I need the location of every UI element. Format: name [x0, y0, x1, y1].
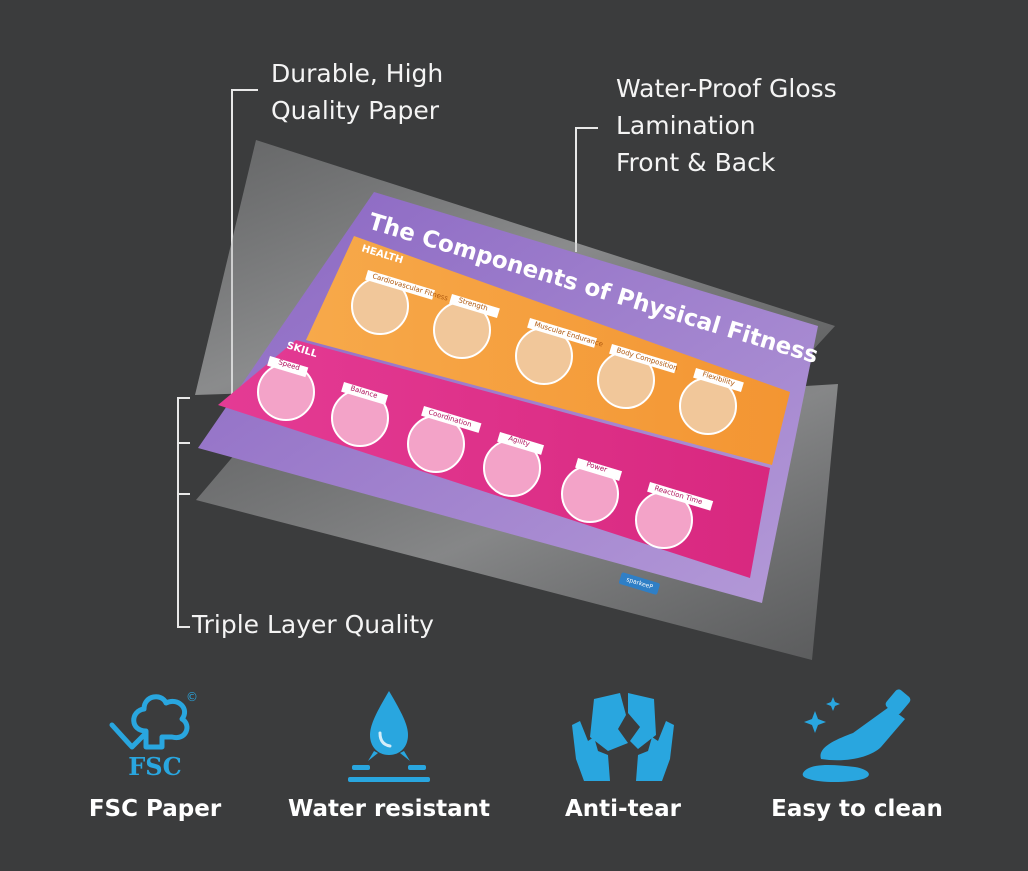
- fsc-icon-text: FSC: [128, 752, 181, 781]
- paper-callout-line: Durable, High: [271, 59, 444, 88]
- feature-water-resistant: Water resistant: [274, 680, 504, 822]
- lamination-callout: Water-Proof Gloss Lamination Front & Bac…: [616, 70, 837, 181]
- paper-callout-line: Quality Paper: [271, 96, 440, 125]
- lamination-callout-line: Water-Proof Gloss: [616, 74, 837, 103]
- poster-brand-logo: [619, 572, 660, 595]
- lamination-callout-line: Front & Back: [616, 148, 776, 177]
- triple-layer-bracket: [177, 397, 190, 628]
- feature-label: Anti-tear: [564, 796, 682, 822]
- wiping-hand-sparkle-icon: [742, 680, 972, 790]
- feature-fsc-paper: FSC © FSC Paper: [40, 680, 270, 822]
- fsc-tree-icon: FSC ©: [40, 680, 270, 790]
- lamination-connector-line: [575, 127, 598, 252]
- feature-label: Water resistant: [287, 796, 491, 822]
- feature-label: Easy to clean: [771, 796, 943, 822]
- water-drop-icon: [274, 680, 504, 790]
- paper-callout: Durable, High Quality Paper: [271, 55, 443, 129]
- lamination-callout-line: Lamination: [616, 111, 756, 140]
- feature-anti-tear: Anti-tear: [508, 680, 738, 822]
- feature-label: FSC Paper: [88, 796, 222, 822]
- torn-paper-hands-icon: [508, 680, 738, 790]
- copyright-mark: ©: [186, 690, 198, 704]
- feature-easy-to-clean: Easy to clean: [742, 680, 972, 822]
- triple-layer-callout: Triple Layer Quality: [192, 610, 434, 639]
